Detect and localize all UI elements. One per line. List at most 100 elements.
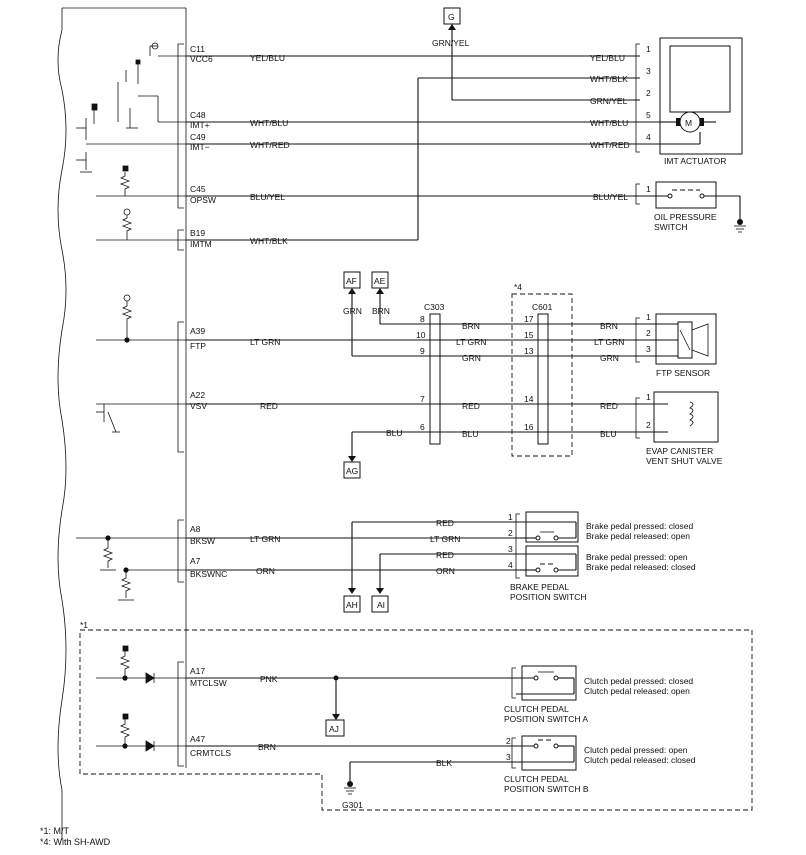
ref-label: G — [448, 12, 455, 22]
wire-color-label: BRN — [600, 321, 618, 331]
wire-color-label: RED — [436, 518, 454, 528]
pin-number: 10 — [416, 330, 426, 340]
ecm-pin: C45 — [190, 184, 206, 194]
clutch-switch-a: CLUTCH PEDAL POSITION SWITCH A — [504, 665, 588, 724]
pin-number: 1 — [646, 44, 651, 54]
ecm-pin-name: MTCLSW — [190, 678, 227, 688]
wire-color-label: BLU/YEL — [593, 192, 628, 202]
wire-color-label: WHT/BLK — [590, 74, 628, 84]
component-label: POSITION SWITCH B — [504, 784, 589, 794]
wire-color-label: BLU — [386, 428, 403, 438]
wire-color-label: GRN — [600, 353, 619, 363]
oil-pressure-switch: 1 OIL PRESSURE SWITCH — [635, 181, 746, 233]
wire-color-label: WHT/RED — [590, 140, 630, 150]
component-label: OIL PRESSURE — [654, 212, 717, 222]
pin-number: 2 — [508, 528, 513, 538]
ecm-pin: C48 — [190, 110, 206, 120]
pin-number: 2 — [646, 88, 651, 98]
connector-c601 — [537, 313, 549, 445]
wire-color-label: BLK — [436, 758, 452, 768]
ecm-pin-name: IMT− — [190, 142, 210, 152]
connector-label: C303 — [424, 302, 445, 312]
wire-color-label: RED — [462, 401, 480, 411]
wires-clutch — [186, 675, 516, 795]
component-label: EVAP CANISTER — [646, 446, 713, 456]
ecm-pin: A7 — [190, 556, 201, 566]
switch-note: Brake pedal pressed: open — [586, 552, 688, 562]
wire-color-label: GRN/YEL — [432, 38, 470, 48]
ecm-pin: C11 — [190, 44, 205, 54]
wire-color-label: YEL/BLU — [590, 53, 625, 63]
pin-number: 5 — [646, 110, 651, 120]
ecm-pin: C49 — [190, 132, 206, 142]
wire-color-label: WHT/BLK — [250, 236, 288, 246]
ecm-pin-name: BKSWNC — [190, 569, 227, 579]
pin-number: 9 — [420, 346, 425, 356]
wire-color-label: ORN — [436, 566, 455, 576]
connector-c303 — [429, 313, 441, 445]
ecm-pin-name: IMTM — [190, 239, 212, 249]
switch-note: Clutch pedal pressed: open — [584, 745, 688, 755]
pin-number: 7 — [420, 394, 425, 404]
option-marker: *4 — [514, 282, 522, 292]
ecm-pin: A39 — [190, 326, 205, 336]
pin-number: 4 — [646, 132, 651, 142]
ref-label: AG — [346, 466, 358, 476]
pin-number: 2 — [506, 736, 511, 746]
pin-number: 14 — [524, 394, 534, 404]
wire-color-label: BRN — [462, 321, 480, 331]
wire-color-label: PNK — [260, 674, 278, 684]
imt-actuator: M 1 3 2 5 4 IMT ACTUATOR — [635, 37, 743, 166]
pin-number: 3 — [508, 544, 513, 554]
component-label: SWITCH — [654, 222, 688, 232]
pin-number: 1 — [508, 512, 513, 522]
wire-color-label: LT GRN — [430, 534, 460, 544]
wire-color-label: LT GRN — [250, 337, 280, 347]
wire-color-label: GRN/YEL — [590, 96, 628, 106]
ecm-pin-name: VSV — [190, 401, 207, 411]
pin-number: 3 — [646, 344, 651, 354]
wire-color-label: BRN — [372, 306, 390, 316]
evap-vent-valve: 1 2 EVAP CANISTER VENT SHUT VALVE — [635, 391, 723, 466]
wire-color-label: YEL/BLU — [250, 53, 285, 63]
pin-number: 4 — [508, 560, 513, 570]
pin-number: 3 — [646, 66, 651, 76]
wires-imt — [186, 24, 640, 241]
switch-note: Brake pedal pressed: closed — [586, 521, 694, 531]
component-label: VENT SHUT VALVE — [646, 456, 723, 466]
ref-box-ag — [343, 461, 361, 479]
ecm-pin: B19 — [190, 228, 205, 238]
pin-number: 17 — [524, 314, 534, 324]
ref-label: AE — [374, 276, 386, 286]
ref-box-g — [443, 7, 461, 25]
ecm-internal-circuit — [76, 42, 186, 752]
pin-number: 2 — [646, 328, 651, 338]
wire-color-label: BLU/YEL — [250, 192, 285, 202]
ecm-pin: A22 — [190, 390, 205, 400]
ftp-sensor: 1 2 3 FTP SENSOR — [635, 312, 717, 378]
ecm-pin-name: OPSW — [190, 195, 216, 205]
ref-label: AI — [377, 600, 385, 610]
pin-number: 13 — [524, 346, 534, 356]
wire-color-label: RED — [436, 550, 454, 560]
ref-label: AF — [346, 276, 357, 286]
component-label: BRAKE PEDAL — [510, 582, 569, 592]
wire-color-label: RED — [600, 401, 618, 411]
ecm-pin-name: IMT+ — [190, 120, 210, 130]
switch-note: Clutch pedal released: open — [584, 686, 690, 696]
ecm-pin-name: CRMTCLS — [190, 748, 231, 758]
wire-color-label: LT GRN — [594, 337, 624, 347]
mt-option-boundary — [79, 629, 753, 811]
footnote-awd: *4: With SH-AWD — [40, 837, 111, 847]
switch-note: Brake pedal released: closed — [586, 562, 696, 572]
component-label: IMT ACTUATOR — [664, 156, 726, 166]
switch-note: Brake pedal released: open — [586, 531, 690, 541]
wire-color-label: BLU — [462, 429, 479, 439]
component-label: CLUTCH PEDAL — [504, 704, 569, 714]
ecm-pin: A47 — [190, 734, 205, 744]
brake-pedal-switch: 1 2 3 4 BRAKE PEDAL POSITION SWITCH — [508, 511, 587, 602]
footnote-mt: *1: M/T — [40, 826, 70, 836]
wire-color-label: WHT/BLU — [590, 118, 628, 128]
ground-label: G301 — [342, 800, 363, 810]
